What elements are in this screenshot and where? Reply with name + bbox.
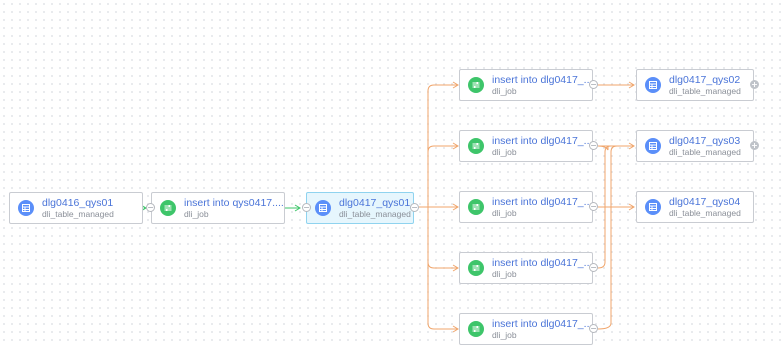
node-type: dli_job bbox=[492, 146, 517, 157]
output-port[interactable]: − bbox=[589, 324, 598, 333]
edge-arrowhead bbox=[294, 204, 301, 212]
node-type: dli_job bbox=[492, 85, 517, 96]
node-title: insert into dlg0417_... bbox=[492, 195, 592, 208]
node-job-insert-dlg0417-2[interactable]: insert into dlg0417_... dli_job bbox=[459, 130, 593, 162]
output-port[interactable]: − bbox=[589, 141, 598, 150]
node-title: insert into dlg0417_... bbox=[492, 256, 592, 269]
output-port[interactable]: − bbox=[589, 263, 598, 272]
node-title: insert into qys0417.... bbox=[184, 196, 284, 209]
node-type: dli_table_managed bbox=[669, 146, 741, 157]
node-job-insert-dlg0417-5[interactable]: insert into dlg0417_... dli_job bbox=[459, 313, 593, 345]
input-port[interactable]: − bbox=[302, 203, 311, 212]
table-grid-icon bbox=[645, 138, 661, 154]
edge-arrowhead bbox=[452, 325, 459, 333]
edge-fanout-4 bbox=[427, 207, 458, 269]
table-grid-icon bbox=[645, 199, 661, 215]
node-table-dlg0416-qys01[interactable]: dlg0416_qys01 dli_table_managed bbox=[9, 192, 143, 224]
output-port[interactable]: − bbox=[589, 202, 598, 211]
node-title: dlg0416_qys01 bbox=[42, 196, 114, 209]
edge-arrowhead bbox=[452, 203, 459, 211]
edge-arrowhead bbox=[452, 264, 459, 272]
edge-job5-to-qys03 bbox=[597, 145, 634, 330]
edge-arrowhead bbox=[452, 81, 459, 89]
table-grid-icon bbox=[315, 200, 331, 216]
job-sliders-icon bbox=[160, 200, 176, 216]
node-type: dli_table_managed bbox=[669, 85, 741, 96]
node-table-dlg0417-qys01[interactable]: dlg0417_qys01 dli_table_managed bbox=[306, 192, 414, 224]
node-title: insert into dlg0417_... bbox=[492, 73, 592, 86]
edge-fanout-5 bbox=[427, 207, 458, 330]
node-job-insert-dlg0417-1[interactable]: insert into dlg0417_... dli_job bbox=[459, 69, 593, 101]
node-type: dli_table_managed bbox=[339, 208, 411, 219]
node-type: dli_job bbox=[492, 329, 517, 340]
node-type: dli_table_managed bbox=[669, 207, 741, 218]
node-title: insert into dlg0417_... bbox=[492, 317, 592, 330]
job-sliders-icon bbox=[468, 138, 484, 154]
job-sliders-icon bbox=[468, 321, 484, 337]
node-type: dli_table_managed bbox=[42, 208, 114, 219]
node-title: insert into dlg0417_... bbox=[492, 134, 592, 147]
node-table-dlg0417-qys04[interactable]: dlg0417_qys04 dli_table_managed bbox=[636, 191, 754, 223]
node-type: dli_job bbox=[492, 207, 517, 218]
edge-arrowhead bbox=[628, 203, 635, 211]
expand-downstream-button[interactable]: + bbox=[750, 140, 759, 150]
node-title: dlg0417_qys02 bbox=[669, 73, 741, 86]
table-grid-icon bbox=[18, 200, 34, 216]
node-title: dlg0417_qys04 bbox=[669, 195, 741, 208]
edge-arrowhead bbox=[452, 142, 459, 150]
output-port[interactable]: − bbox=[589, 80, 598, 89]
input-port[interactable]: − bbox=[146, 203, 155, 212]
edge-arrowhead bbox=[628, 81, 635, 89]
edge-fanout-1 bbox=[427, 84, 458, 207]
node-table-dlg0417-qys03[interactable]: dlg0417_qys03 dli_table_managed bbox=[636, 130, 754, 162]
job-sliders-icon bbox=[468, 199, 484, 215]
node-job-insert-qys0417[interactable]: insert into qys0417.... dli_job bbox=[151, 192, 285, 224]
node-job-insert-dlg0417-3[interactable]: insert into dlg0417_... dli_job bbox=[459, 191, 593, 223]
node-title: dlg0417_qys03 bbox=[669, 134, 741, 147]
job-sliders-icon bbox=[468, 260, 484, 276]
edge-job4-to-qys03 bbox=[597, 145, 634, 269]
expand-downstream-button[interactable]: + bbox=[750, 79, 759, 89]
node-title: dlg0417_qys01 bbox=[339, 196, 411, 209]
node-type: dli_job bbox=[184, 208, 209, 219]
output-port[interactable]: − bbox=[410, 203, 419, 212]
job-sliders-icon bbox=[468, 77, 484, 93]
table-grid-icon bbox=[645, 77, 661, 93]
edge-fanout-2 bbox=[427, 145, 458, 207]
node-type: dli_job bbox=[492, 268, 517, 279]
node-table-dlg0417-qys02[interactable]: dlg0417_qys02 dli_table_managed bbox=[636, 69, 754, 101]
node-job-insert-dlg0417-4[interactable]: insert into dlg0417_... dli_job bbox=[459, 252, 593, 284]
edge-job2-to-qys03-b bbox=[597, 145, 634, 151]
